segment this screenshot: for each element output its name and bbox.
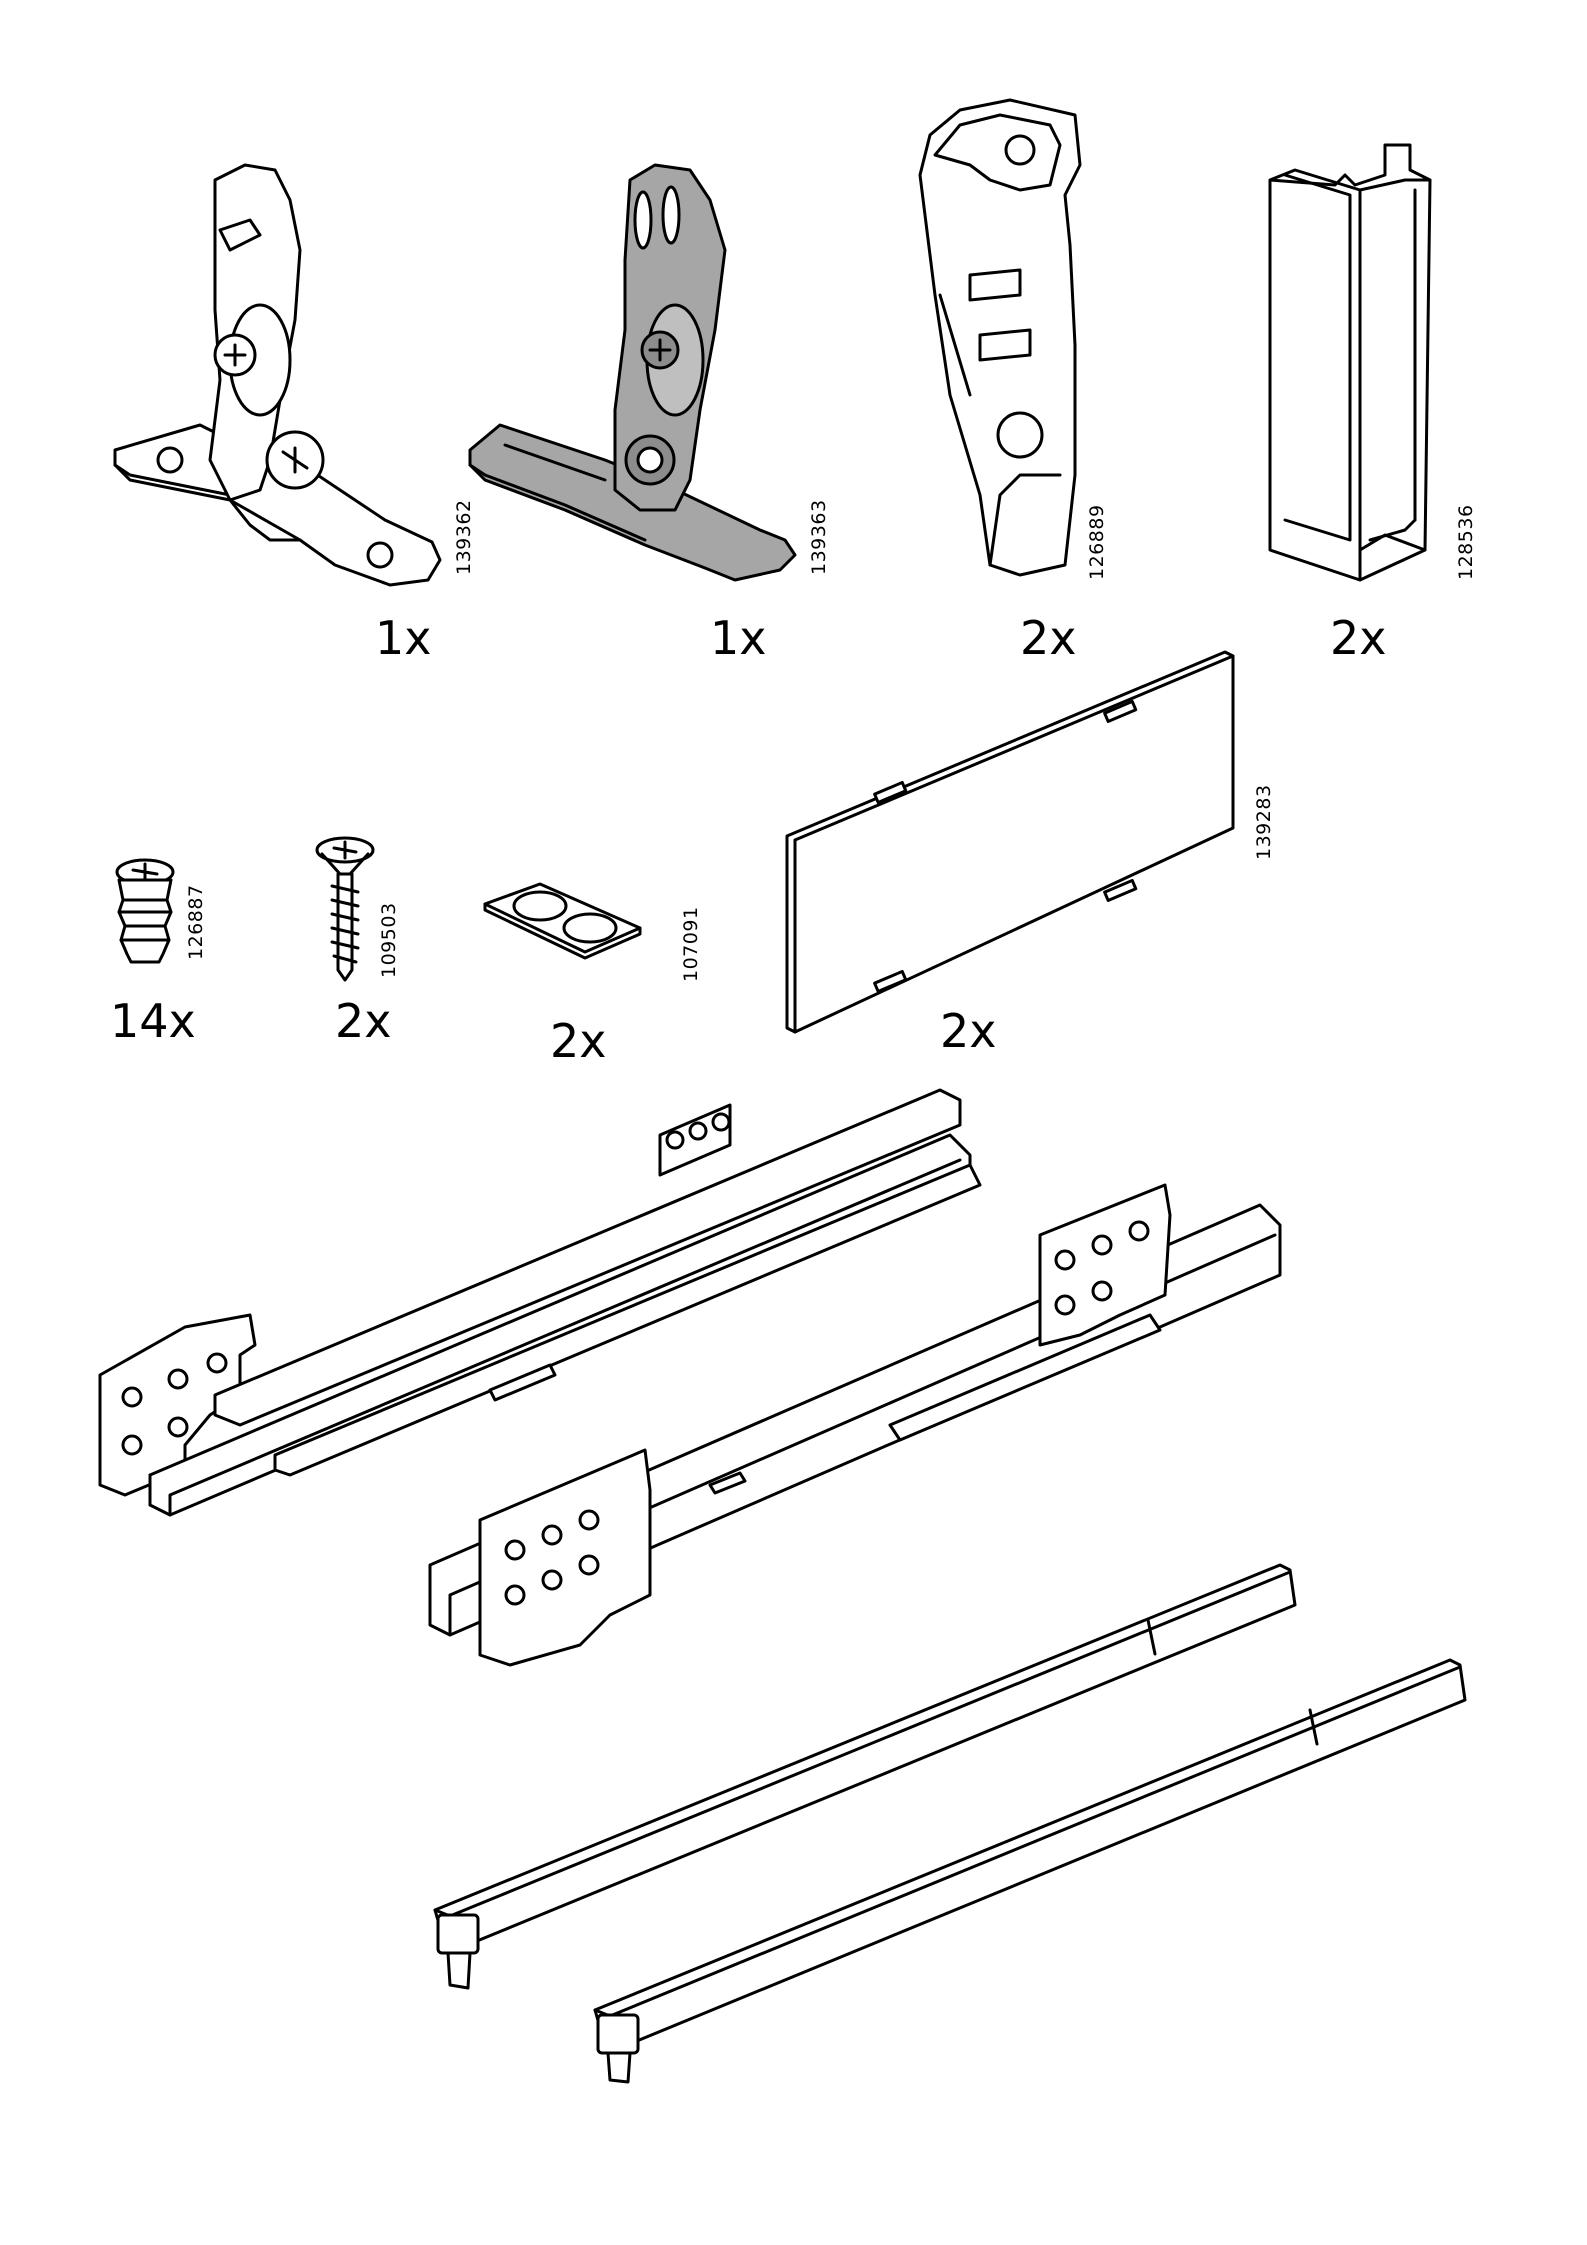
part-139362: 1x 139362	[110, 160, 450, 600]
part-code: 107091	[680, 906, 702, 982]
part-quantity: 2x	[550, 1018, 607, 1064]
part-code: 126889	[1086, 504, 1108, 580]
part-107091: 2x 107091	[480, 870, 710, 1050]
part-quantity: 14x	[110, 998, 196, 1044]
part-quantity: 2x	[940, 1008, 997, 1054]
part-code: 126887	[185, 884, 207, 960]
part-139283: 2x 139283	[775, 640, 1275, 1050]
part-126887: 14x 126887	[105, 850, 225, 1050]
part-code: 128536	[1455, 504, 1477, 580]
part-109503: 2x 109503	[310, 830, 420, 1050]
part-139363: 1x 139363	[465, 160, 825, 600]
panel-board-icon	[775, 640, 1275, 1050]
part-quantity: 1x	[375, 615, 432, 661]
part-128536: 2x 128536	[1265, 140, 1505, 600]
part-code: 109503	[378, 902, 400, 978]
part-quantity: 1x	[710, 615, 767, 661]
stabilizer-bars-icon	[430, 1560, 1460, 2060]
hinge-bracket-icon	[110, 160, 450, 600]
part-code: 139363	[808, 499, 830, 575]
part-quantity: 2x	[1330, 615, 1387, 661]
part-126889: 2x 126889	[910, 95, 1150, 600]
hinge-bracket-grey-icon	[465, 160, 825, 600]
part-quantity: 2x	[335, 998, 392, 1044]
runner-clip-icon	[910, 95, 1150, 600]
part-code: 139283	[1253, 784, 1275, 860]
stabilizer-bars-assembly	[430, 1560, 1460, 2060]
